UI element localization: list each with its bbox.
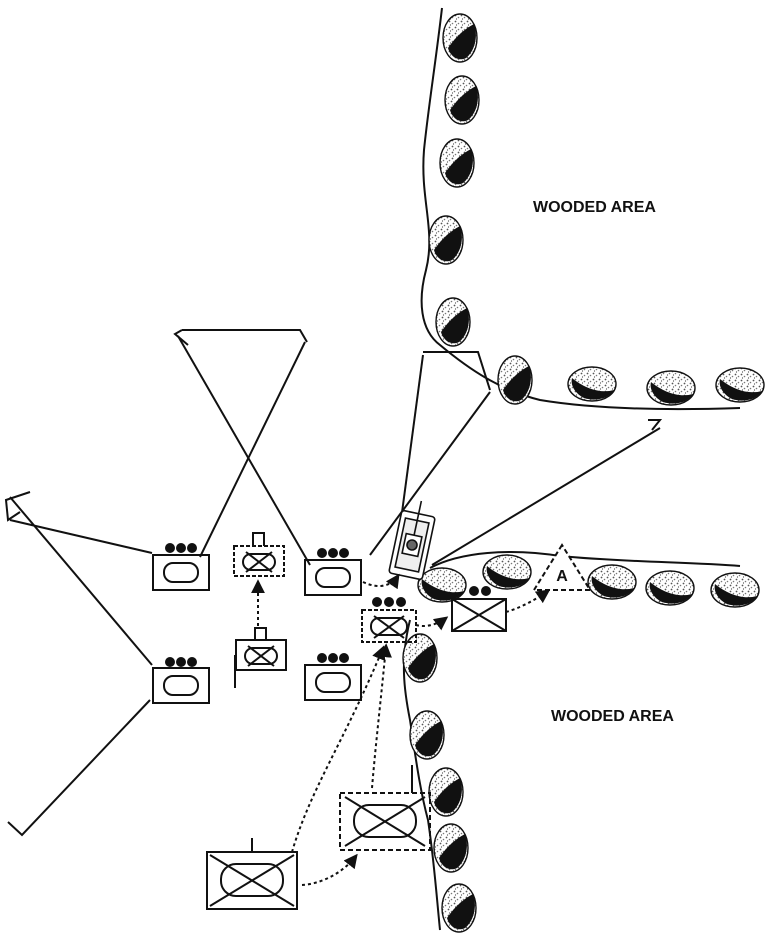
movement-arrow bbox=[301, 853, 358, 886]
armor-platoon-icon bbox=[152, 543, 210, 591]
movement-arrow bbox=[371, 643, 392, 789]
tree-icon bbox=[428, 215, 464, 265]
tree-line-south bbox=[402, 633, 477, 933]
tree-icon bbox=[482, 554, 532, 590]
north-wood-edge bbox=[420, 7, 741, 411]
mech-infantry-icon bbox=[361, 597, 417, 643]
south-wood-edge bbox=[402, 619, 441, 931]
tree-icon bbox=[433, 823, 469, 873]
sector-limit-bracket bbox=[173, 329, 189, 346]
movement-arrow bbox=[291, 645, 386, 853]
tree-icon bbox=[428, 767, 464, 817]
mech-infantry-icon bbox=[339, 765, 431, 851]
tree-icon bbox=[710, 572, 760, 608]
tree-icon bbox=[409, 710, 445, 760]
tree-icon bbox=[435, 297, 471, 347]
armor-platoon-icon bbox=[304, 653, 362, 701]
armor-platoon-icon bbox=[152, 657, 210, 704]
movement-arrow bbox=[505, 589, 551, 613]
sector-line bbox=[369, 391, 491, 556]
movement-arrow bbox=[362, 573, 400, 590]
sector-line bbox=[199, 341, 306, 558]
sector-limit-bracket bbox=[423, 351, 491, 391]
sector-line bbox=[400, 354, 424, 521]
tree-icon bbox=[587, 564, 637, 600]
objective-label: A bbox=[556, 568, 568, 585]
wooded-area-label-south: WOODED AREA bbox=[551, 708, 674, 725]
sector-line bbox=[9, 519, 153, 554]
sector-limit-bracket bbox=[4, 491, 31, 522]
sector-limit-bracket bbox=[7, 699, 151, 837]
sectors-of-fire bbox=[4, 329, 663, 837]
sector-limit-bracket bbox=[648, 419, 663, 431]
tree-icon bbox=[645, 570, 695, 606]
movement-arrows bbox=[291, 573, 551, 886]
sector-line bbox=[177, 335, 311, 566]
tree-line-north bbox=[428, 13, 533, 405]
vehicle-icon bbox=[388, 500, 436, 581]
tree-icon bbox=[646, 370, 696, 406]
tree-icon bbox=[497, 355, 533, 405]
east-wood-edge bbox=[429, 551, 741, 569]
tree-icon bbox=[715, 367, 765, 403]
movement-arrow bbox=[415, 616, 449, 631]
mech-infantry-icon bbox=[206, 838, 298, 910]
tree-icon bbox=[567, 366, 617, 402]
mech-infantry-icon bbox=[234, 627, 287, 688]
armor-platoon-icon bbox=[304, 548, 362, 596]
sector-line bbox=[9, 496, 153, 666]
mech-infantry-icon bbox=[233, 532, 285, 577]
tree-icon bbox=[417, 567, 467, 603]
tree-icon bbox=[442, 13, 478, 63]
sector-line bbox=[431, 427, 661, 566]
infantry-icon bbox=[451, 586, 507, 632]
tree-line-north-east bbox=[567, 366, 765, 406]
tree-icon bbox=[441, 883, 477, 933]
tree-icon bbox=[439, 138, 475, 188]
wooded-area-label-north: WOODED AREA bbox=[533, 199, 656, 216]
sector-limit-bracket bbox=[182, 329, 308, 343]
tree-icon bbox=[444, 75, 480, 125]
checkpoint-triangle-icon: A bbox=[532, 543, 592, 591]
